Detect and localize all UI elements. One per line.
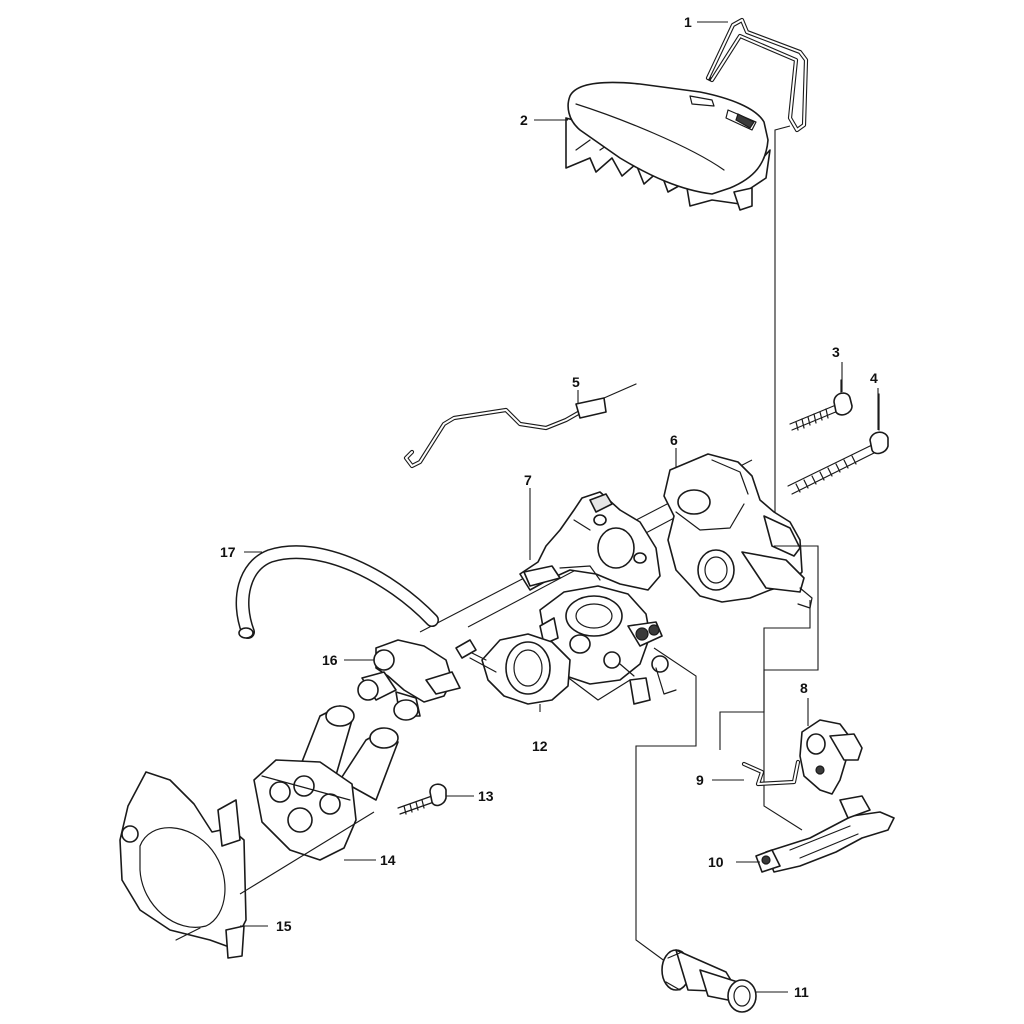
callout-4: 4 [870, 370, 878, 386]
part-3-short-screw [789, 379, 853, 431]
part-11-intake-boot [661, 949, 757, 1013]
part-14-manifold [253, 705, 399, 861]
leader-group-right-d [635, 647, 697, 963]
callout-7: 7 [524, 472, 532, 488]
callout-1: 1 [684, 14, 692, 30]
callout-3: 3 [832, 344, 840, 360]
part-16-t-fitting [357, 639, 461, 721]
callout-11: 11 [794, 984, 809, 1000]
part-2-filter-cover [565, 81, 771, 211]
part-13-screw [397, 783, 447, 815]
part-4-long-screw [787, 393, 889, 495]
part-17-fuel-hose [235, 545, 439, 639]
callout-14: 14 [380, 852, 396, 868]
callout-15: 15 [276, 918, 292, 934]
part-9-link-rod [741, 759, 801, 787]
carburetor-flange [455, 633, 571, 705]
part-1-wire-clip [705, 17, 809, 133]
part-8-knob [799, 719, 863, 795]
part-6-intake-adapter [663, 453, 813, 609]
leader-group-right-c [763, 700, 803, 831]
callout-10: 10 [708, 854, 724, 870]
callout-6: 6 [670, 432, 678, 448]
choke-knob [619, 655, 677, 705]
callout-8: 8 [800, 680, 808, 696]
callout-16: 16 [322, 652, 338, 668]
callout-5: 5 [572, 374, 580, 390]
part-7-gasket-bracket [519, 491, 661, 591]
part-10-lever [755, 795, 895, 873]
callout-13: 13 [478, 788, 494, 804]
callout-9: 9 [696, 772, 704, 788]
callout-leaders [239, 21, 879, 993]
part-15-filter-housing [119, 771, 247, 959]
callout-12: 12 [532, 738, 548, 754]
leader-group-right-b [763, 600, 811, 700]
part-5-throttle-rod [403, 383, 637, 469]
callout-2: 2 [520, 112, 528, 128]
leader-part-1-to-mount [774, 125, 791, 525]
callout-17: 17 [220, 544, 236, 560]
